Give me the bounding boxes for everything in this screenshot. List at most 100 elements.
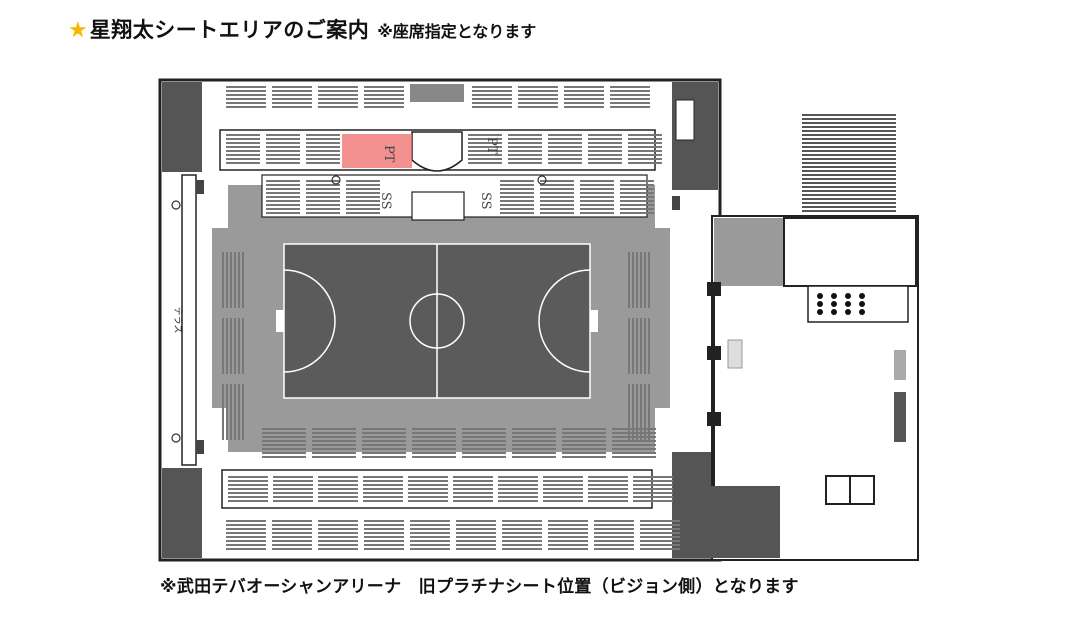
- seat-row: [462, 440, 506, 442]
- seat-row: [628, 138, 662, 140]
- seat-row: [228, 488, 268, 490]
- seat-row: [562, 436, 606, 438]
- seat-row: [226, 154, 260, 156]
- seat-row: [640, 520, 680, 522]
- seat-row: [306, 154, 340, 156]
- seat-row: [226, 150, 260, 152]
- seat-row: [468, 142, 502, 144]
- seat-row: [518, 106, 558, 108]
- seat-row: [364, 532, 404, 534]
- seat-row: [228, 476, 268, 478]
- seat-row: [468, 162, 502, 164]
- seat-row: [273, 496, 313, 498]
- seat-row: [273, 476, 313, 478]
- seat-row: [266, 208, 300, 210]
- seat-row: [306, 196, 340, 198]
- seat-row: [412, 440, 456, 442]
- seat-row: [548, 146, 582, 148]
- vip-box: [411, 131, 463, 172]
- seat-row: [364, 94, 404, 96]
- seat-row: [462, 436, 506, 438]
- seat-row: [272, 540, 312, 542]
- seat-row: [610, 102, 650, 104]
- seat-row: [306, 142, 340, 144]
- seat-row: [500, 180, 534, 182]
- seat-row: [543, 500, 583, 502]
- seat-row: [462, 432, 506, 434]
- seat-row: [508, 134, 542, 136]
- seat-row: [346, 180, 380, 182]
- seat-row: [580, 200, 614, 202]
- seat-row: [273, 484, 313, 486]
- seat-row: [306, 180, 340, 182]
- seat-row: [802, 198, 896, 200]
- seat-row: [610, 106, 650, 108]
- seat-row: [620, 188, 654, 190]
- seat-row: [318, 480, 358, 482]
- seat-row: [312, 452, 356, 454]
- seat-row: [226, 162, 260, 164]
- annex-seat-dot: [859, 301, 865, 307]
- seat-row: [346, 204, 380, 206]
- seat-row: [518, 102, 558, 104]
- seat-row: [620, 192, 654, 194]
- seat-row: [633, 496, 673, 498]
- seat-row: [410, 528, 450, 530]
- seat-row: [640, 544, 680, 546]
- seat-row: [472, 94, 512, 96]
- seat-row: [266, 138, 300, 140]
- seat-row: [640, 252, 642, 308]
- seat-row: [362, 448, 406, 450]
- seat-row: [306, 192, 340, 194]
- seat-row: [594, 528, 634, 530]
- seat-row: [312, 428, 356, 430]
- seat-row: [802, 118, 896, 120]
- seat-row: [453, 500, 493, 502]
- seat-row: [620, 200, 654, 202]
- seat-row: [802, 122, 896, 124]
- seat-row: [456, 548, 496, 550]
- seat-row: [802, 138, 896, 140]
- seat-row: [580, 180, 614, 182]
- seat-row: [562, 456, 606, 458]
- seat-row: [318, 476, 358, 478]
- seat-row: [318, 90, 358, 92]
- seat-row: [272, 532, 312, 534]
- seat-row: [802, 178, 896, 180]
- seat-row: [226, 252, 228, 308]
- seat-row: [594, 520, 634, 522]
- seat-row: [628, 252, 630, 308]
- seat-row: [612, 452, 656, 454]
- seat-row: [273, 500, 313, 502]
- seat-row: [594, 532, 634, 534]
- seat-row: [453, 484, 493, 486]
- seat-row: [502, 536, 542, 538]
- seat-row: [364, 544, 404, 546]
- seat-row: [453, 476, 493, 478]
- seat-row: [628, 154, 662, 156]
- seat-row: [453, 480, 493, 482]
- seat-row: [468, 150, 502, 152]
- seat-row: [362, 452, 406, 454]
- seat-row: [636, 318, 638, 374]
- seat-row: [262, 444, 306, 446]
- seat-row: [262, 432, 306, 434]
- seat-row: [500, 200, 534, 202]
- seat-row: [318, 492, 358, 494]
- annex-seat-group: [807, 285, 909, 323]
- seat-row: [363, 488, 403, 490]
- seat-row: [222, 384, 224, 440]
- annex-seat-dot: [845, 293, 851, 299]
- seat-row: [222, 252, 224, 308]
- seat-row: [228, 484, 268, 486]
- seat-row: [498, 488, 538, 490]
- seat-row: [318, 86, 358, 88]
- seat-row: [564, 86, 604, 88]
- seat-row: [272, 536, 312, 538]
- annex-seat-dot: [845, 301, 851, 307]
- seat-row: [318, 532, 358, 534]
- seat-row: [226, 536, 266, 538]
- seat-row: [234, 384, 236, 440]
